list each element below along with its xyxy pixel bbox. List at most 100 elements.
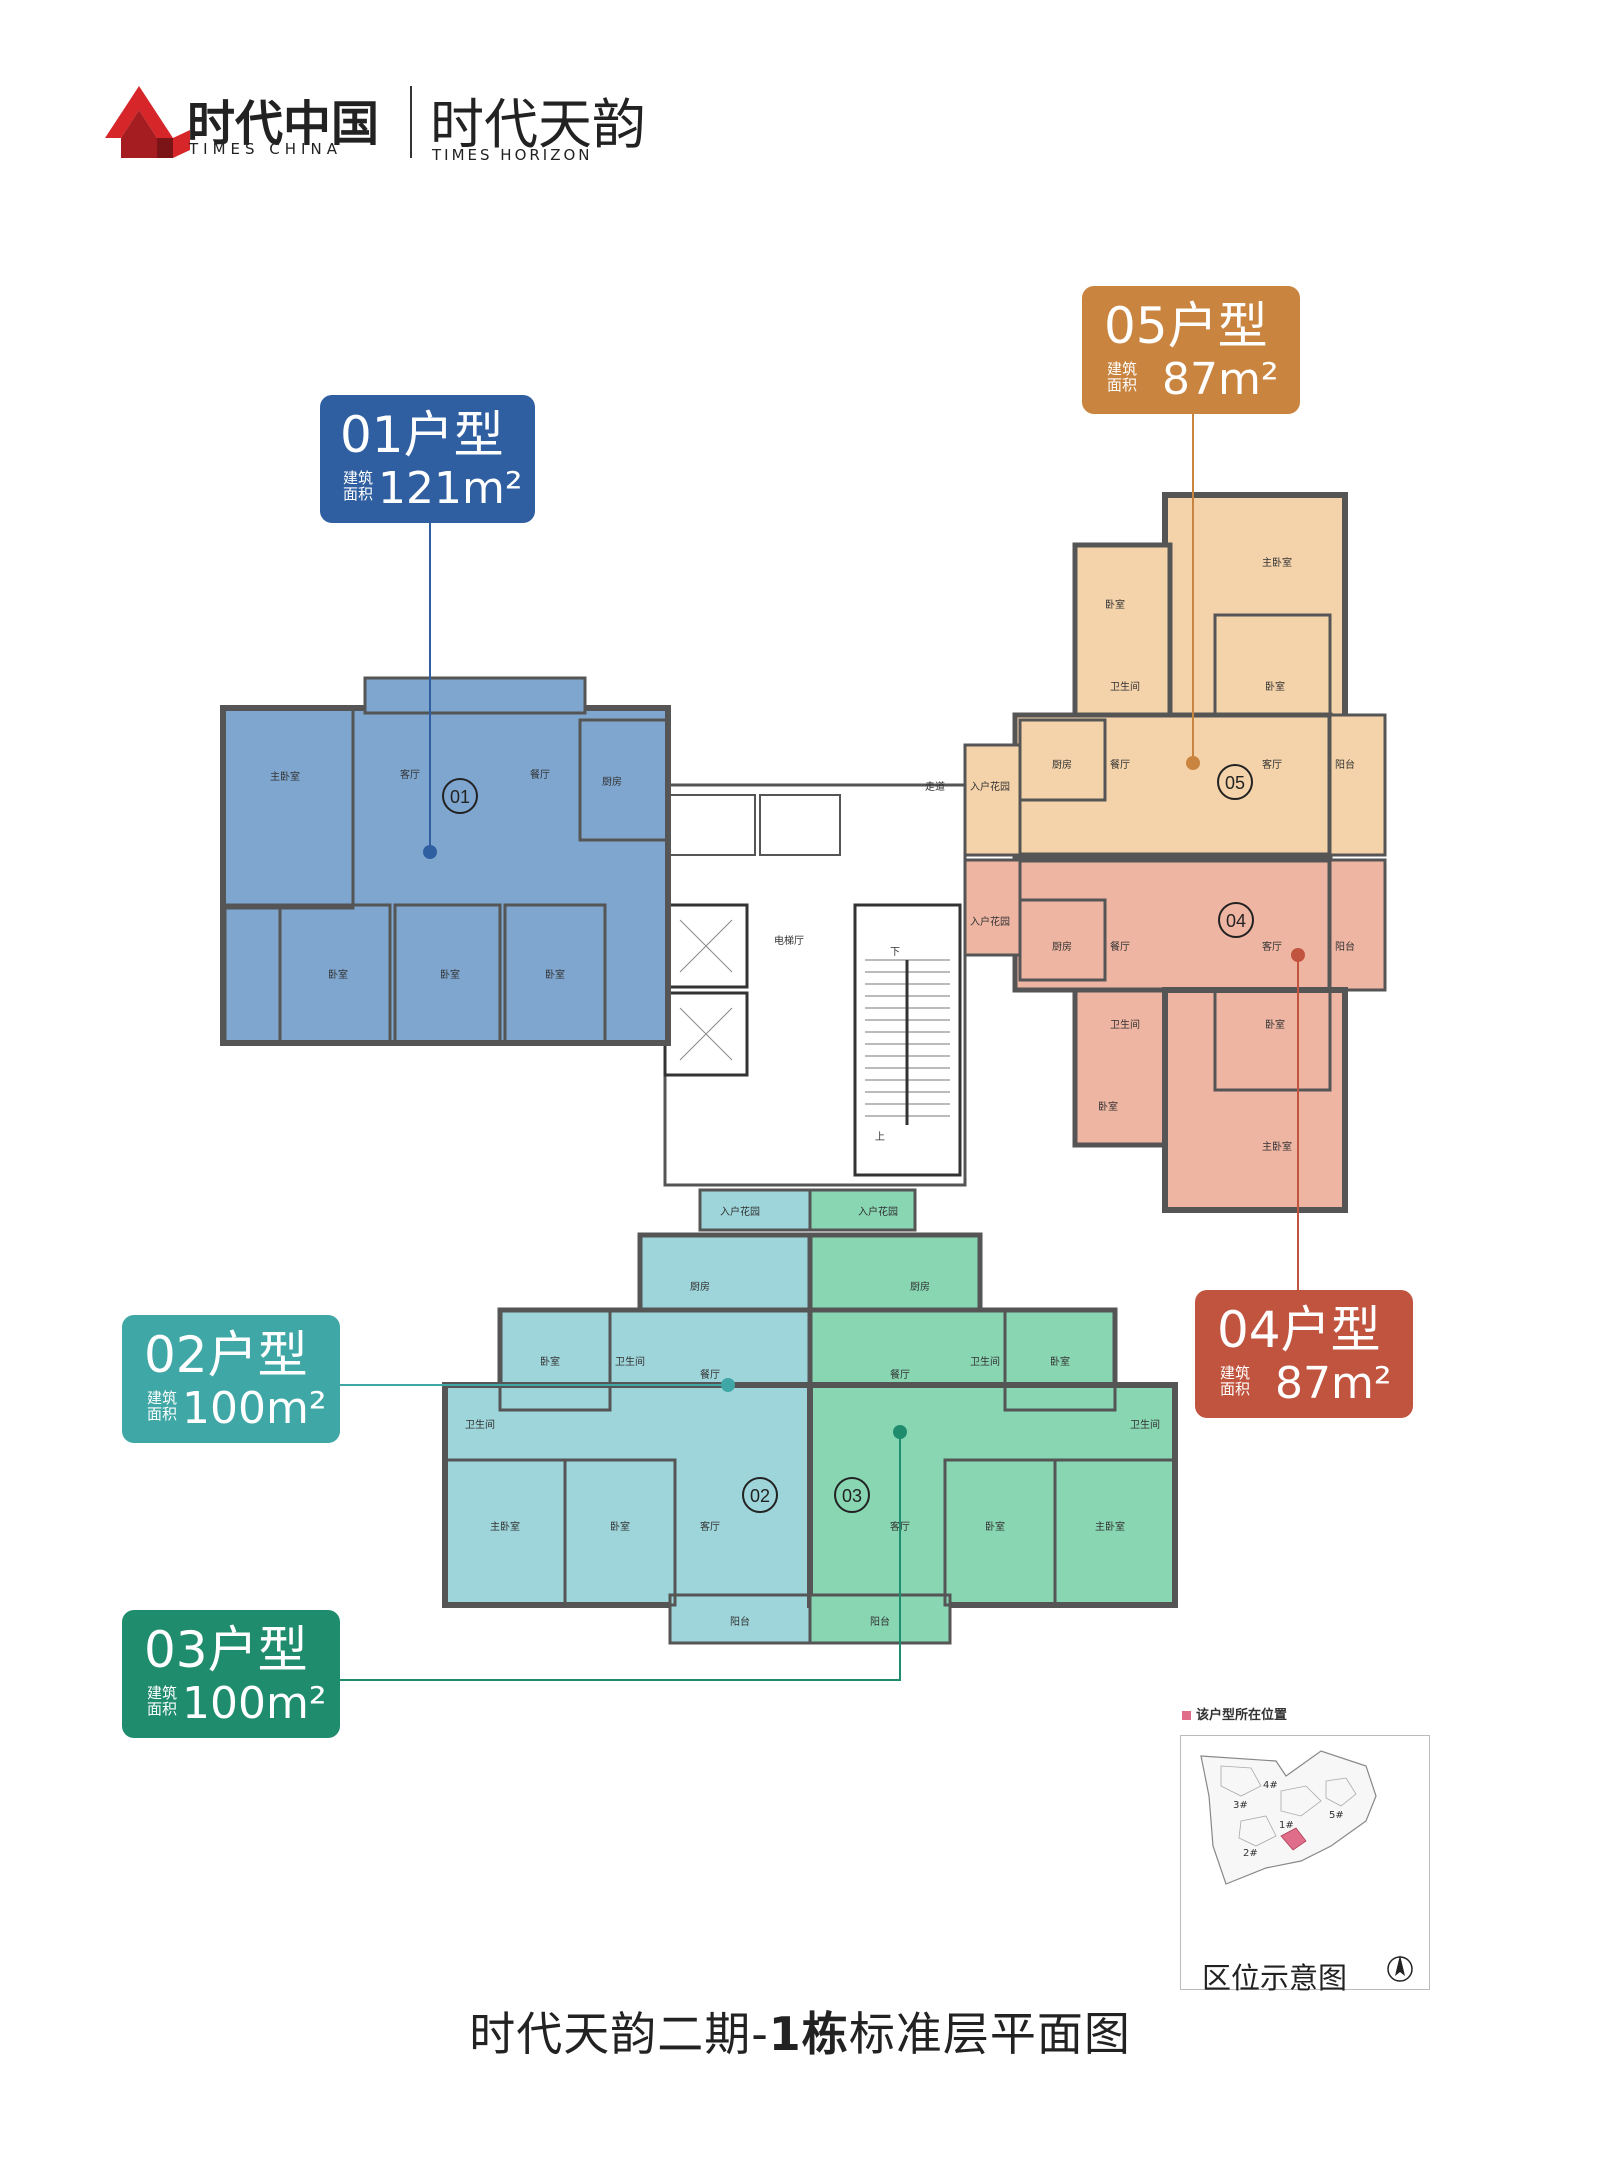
- unit-03-kitchen: 厨房: [910, 1280, 930, 1293]
- location-map: 3# 4# 5# 1# 2#: [1180, 1735, 1430, 1990]
- unit-03-tag-label: 建筑面积: [146, 1684, 177, 1718]
- unit-02-master-bedroom: 主卧室: [490, 1520, 520, 1533]
- unit-05-tag-name: 05户型: [1104, 297, 1268, 355]
- unit-02-foyer: 入户花园: [720, 1205, 760, 1218]
- unit-01-master-bedroom: 主卧室: [270, 770, 300, 783]
- unit-03-bath-2: 卫生间: [1130, 1418, 1160, 1431]
- unit-05-bath: 卫生间: [1110, 680, 1140, 693]
- unit-03-badge: 03: [842, 1486, 862, 1506]
- unit-04-tag[interactable]: 04户型 建筑面积 87m²: [1195, 1290, 1413, 1418]
- unit-05-tag[interactable]: 05户型 建筑面积 87m²: [1082, 286, 1300, 414]
- unit-04-bedroom-2: 卧室: [1098, 1100, 1118, 1113]
- unit-03-plan: 入户花园 厨房 餐厅 卫生间 卧室 卫生间 客厅 卧室 主卧室 阳台 03: [340, 1188, 1178, 1681]
- unit-04-plan: 入户花园 厨房 餐厅 客厅 阳台 卧室 卫生间 卧室 主卧室 04: [963, 857, 1387, 1298]
- north-arrow-icon: [1387, 1955, 1413, 1982]
- unit-04-area: [1012, 857, 1333, 993]
- unit-05-kitchen: 厨房: [1052, 758, 1072, 771]
- page-title: 时代天韵二期-1栋标准层平面图: [469, 2007, 1131, 2061]
- unit-02-bath: 卫生间: [615, 1355, 645, 1368]
- location-legend: 该户型所在位置: [1182, 1704, 1287, 1723]
- unit-04-foyer: 入户花园: [970, 915, 1010, 928]
- unit-03-foyer: 入户花园: [858, 1205, 898, 1218]
- unit-04-bedroom-1: 卧室: [1265, 1018, 1285, 1031]
- unit-02-bath-2: 卫生间: [465, 1418, 495, 1431]
- unit-03-bedroom-2: 卧室: [985, 1520, 1005, 1533]
- unit-05-balcony: 阳台: [1335, 758, 1355, 771]
- unit-01-area: [220, 705, 671, 1046]
- unit-04-tag-area: 87m²: [1275, 1358, 1392, 1409]
- project-name-en: TIMES HORIZON: [432, 146, 593, 164]
- unit-05-living: 客厅: [1262, 758, 1282, 771]
- svg-text:4#: 4#: [1263, 1780, 1278, 1791]
- unit-03-bath: 卫生间: [970, 1355, 1000, 1368]
- unit-03-tag-name: 03户型: [144, 1621, 308, 1679]
- unit-02-bedroom-2: 卧室: [610, 1520, 630, 1533]
- unit-02-badge: 02: [750, 1486, 770, 1506]
- unit-01-tag[interactable]: 01户型 建筑面积 121m²: [320, 395, 535, 523]
- unit-01-bedroom-3: 卧室: [545, 968, 565, 981]
- unit-01-plan: 主卧室 客厅 餐厅 厨房 卧室 卧室 卧室 01: [220, 505, 671, 1046]
- unit-04-living: 客厅: [1262, 940, 1282, 953]
- core-area: 电梯厅 走道 下 上: [663, 780, 967, 1187]
- unit-05-foyer: 入户花园: [970, 780, 1010, 793]
- unit-02-kitchen: 厨房: [690, 1280, 710, 1293]
- unit-03-bedroom-1: 卧室: [1050, 1355, 1070, 1368]
- unit-05-tag-label: 建筑面积: [1106, 360, 1137, 394]
- unit-01-tag-label: 建筑面积: [342, 469, 373, 503]
- unit-01-bedroom-2: 卧室: [440, 968, 460, 981]
- corridor-label: 走道: [925, 780, 945, 793]
- stair-up-label: 上: [875, 1131, 885, 1143]
- location-map-title: 区位示意图: [1202, 1961, 1348, 1995]
- elevator-hall-label: 电梯厅: [774, 934, 804, 947]
- unit-01-tag-name: 01户型: [340, 406, 504, 464]
- unit-03-leader-line: [340, 1432, 901, 1681]
- svg-text:2#: 2#: [1243, 1848, 1258, 1859]
- unit-05-bedroom-2: 卧室: [1265, 680, 1285, 693]
- unit-02-tag-name: 02户型: [144, 1326, 308, 1384]
- unit-02-plan: 入户花园 厨房 卧室 卫生间 餐厅 卫生间 主卧室 卧室 客厅 阳台 02: [340, 1188, 813, 1645]
- header-logo: 时代中国 TIMES CHINA 时代天韵 TIMES HORIZON: [95, 78, 655, 178]
- highlighted-building: [1280, 1827, 1307, 1851]
- unit-04-master-bedroom: 主卧室: [1262, 1140, 1292, 1153]
- svg-text:1#: 1#: [1279, 1820, 1294, 1831]
- unit-03-dining: 餐厅: [890, 1368, 910, 1381]
- unit-01-tag-area: 121m²: [378, 463, 523, 514]
- unit-04-dining: 餐厅: [1110, 940, 1130, 953]
- unit-02-balcony: 阳台: [730, 1615, 750, 1628]
- brand-name-en: TIMES CHINA: [189, 140, 342, 158]
- unit-04-badge: 04: [1226, 911, 1246, 931]
- site-plan-icon: 3# 4# 5# 1# 2#: [1200, 1750, 1377, 1885]
- unit-01-bedroom-1: 卧室: [328, 968, 348, 981]
- unit-05-dining: 餐厅: [1110, 758, 1130, 771]
- unit-05-bedroom-1: 卧室: [1105, 598, 1125, 611]
- unit-05-master-bedroom: 主卧室: [1262, 556, 1292, 569]
- unit-04-kitchen: 厨房: [1052, 940, 1072, 953]
- logo-divider: [410, 86, 412, 158]
- project-name-cn: 时代天韵: [430, 93, 646, 156]
- unit-03-tag-area: 100m²: [182, 1678, 327, 1729]
- unit-05-tag-area: 87m²: [1162, 354, 1279, 405]
- unit-05-badge: 05: [1225, 773, 1245, 793]
- unit-02-tag[interactable]: 02户型 建筑面积 100m²: [122, 1315, 340, 1443]
- unit-02-tag-area: 100m²: [182, 1383, 327, 1434]
- unit-03-balcony: 阳台: [870, 1615, 890, 1628]
- unit-01-badge: 01: [450, 787, 470, 807]
- times-china-logo-icon: [105, 86, 190, 158]
- svg-text:3#: 3#: [1233, 1800, 1248, 1811]
- unit-04-tag-label: 建筑面积: [1219, 1364, 1250, 1398]
- stair-down-label: 下: [890, 947, 900, 958]
- unit-04-bath: 卫生间: [1110, 1018, 1140, 1031]
- svg-text:5#: 5#: [1329, 1810, 1344, 1821]
- unit-01-kitchen: 厨房: [602, 775, 622, 788]
- unit-02-living: 客厅: [700, 1520, 720, 1533]
- floor-plan: 电梯厅 走道 下 上 主卧室 客厅 餐厅 厨房 卧室 卧室 卧室 01 主卧室: [220, 408, 1387, 1681]
- legend-marker-icon: [1182, 1711, 1191, 1720]
- unit-01-balcony: [363, 676, 587, 715]
- unit-01-living: 客厅: [400, 768, 420, 781]
- unit-04-tag-name: 04户型: [1217, 1301, 1381, 1359]
- brand-name-cn: 时代中国: [187, 96, 380, 152]
- unit-03-master-bedroom: 主卧室: [1095, 1520, 1125, 1533]
- unit-02-dining: 餐厅: [700, 1368, 720, 1381]
- unit-03-tag[interactable]: 03户型 建筑面积 100m²: [122, 1610, 340, 1738]
- unit-02-tag-label: 建筑面积: [146, 1389, 177, 1423]
